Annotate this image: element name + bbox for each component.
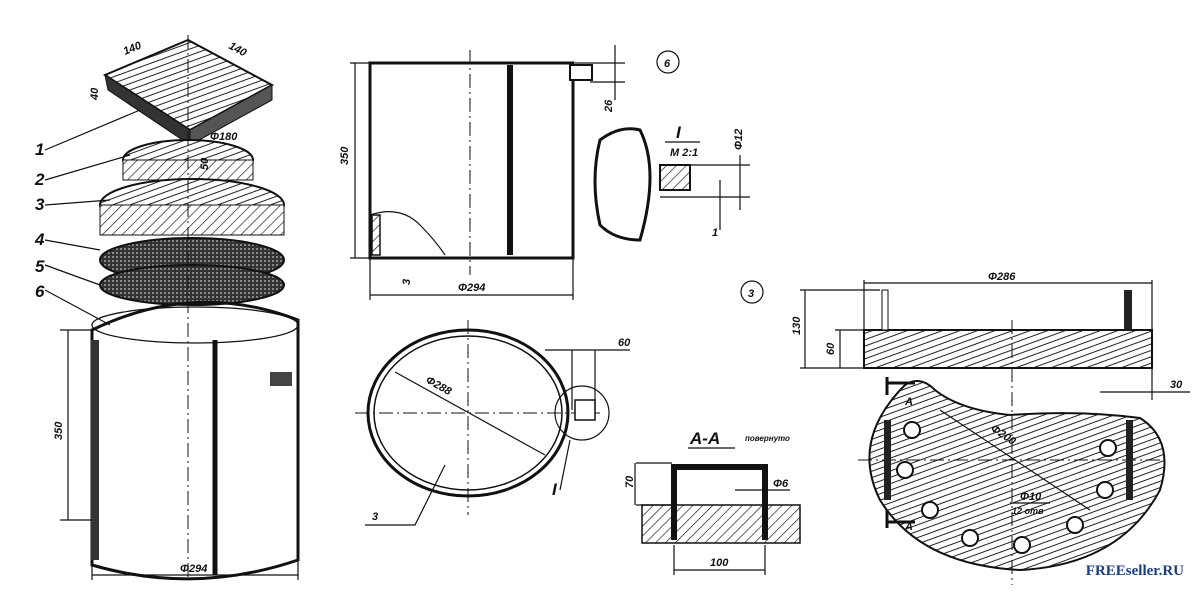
dim-text: 60 <box>618 337 631 349</box>
section-mark: A <box>904 396 913 408</box>
dim-text: 30 <box>1170 379 1183 391</box>
part-label: 3 <box>35 195 45 214</box>
section-AA: A-A повернуто 70 Φ6 100 <box>624 429 801 575</box>
dim-text: 60 <box>825 342 837 355</box>
dim-text: Φ294 <box>180 563 207 575</box>
handle-lug <box>270 372 292 386</box>
part-label: 6 <box>35 282 45 301</box>
dim-text: Φ288 <box>424 374 455 398</box>
dim-text: 350 <box>53 421 65 440</box>
part-label: 5 <box>35 257 45 276</box>
part-label: 4 <box>34 230 45 249</box>
part3-views: 3 Φ286 130 60 30 Φ200 Φ10 12 отв A A <box>740 271 1190 585</box>
section-note: повернуто <box>745 434 790 443</box>
part-label: 1 <box>35 140 44 159</box>
section-mark: A <box>904 521 913 533</box>
dim-text: 350 <box>339 146 351 165</box>
dim-text: 1 <box>712 227 718 239</box>
dim-text: Φ10 <box>1020 491 1042 503</box>
detail-I: I M 2:1 Φ12 1 <box>593 123 750 242</box>
dim-text: 3 <box>372 511 378 523</box>
dim-text: 140 <box>227 40 250 60</box>
dim-text: 12 отв <box>1012 506 1044 516</box>
watermark-logo: FREEseller.RU <box>1086 563 1184 580</box>
lid-plan <box>868 380 1166 572</box>
dim-text: 100 <box>710 557 729 569</box>
detail-ref: I <box>552 480 558 499</box>
dim-text: 70 <box>624 475 636 488</box>
dim-text: 3 <box>401 279 413 285</box>
dim-text: 26 <box>603 99 615 113</box>
part-label: 2 <box>34 170 45 189</box>
dim-text: 50 <box>199 157 211 170</box>
dim-text: Φ6 <box>773 478 789 490</box>
holes <box>896 421 1117 554</box>
dim-text: Φ294 <box>458 282 485 294</box>
part-tag: 3 <box>748 288 754 300</box>
dim-text: 140 <box>122 39 144 57</box>
dim-text: Φ286 <box>988 271 1016 283</box>
watermark-brand: FREEseller <box>1085 563 1159 579</box>
part-tag: 6 <box>664 58 671 70</box>
part6-side-view: 350 Φ294 3 26 6 <box>339 45 680 300</box>
drum <box>90 300 300 581</box>
dim-text: Φ180 <box>210 131 238 143</box>
detail-title: I <box>676 123 682 142</box>
dim-text: 130 <box>791 316 803 335</box>
dim-text: 40 <box>89 87 101 101</box>
part6-top-view: Φ288 60 I 3 <box>355 320 631 526</box>
watermark-domain: .RU <box>1158 563 1184 579</box>
mesh <box>99 264 285 306</box>
dim-text: Φ12 <box>733 129 745 150</box>
isometric-assembly: 1 2 3 4 5 6 140 140 40 Φ180 50 350 Φ294 <box>34 35 300 581</box>
section-title: A-A <box>689 429 720 448</box>
detail-scale: M 2:1 <box>670 147 698 159</box>
